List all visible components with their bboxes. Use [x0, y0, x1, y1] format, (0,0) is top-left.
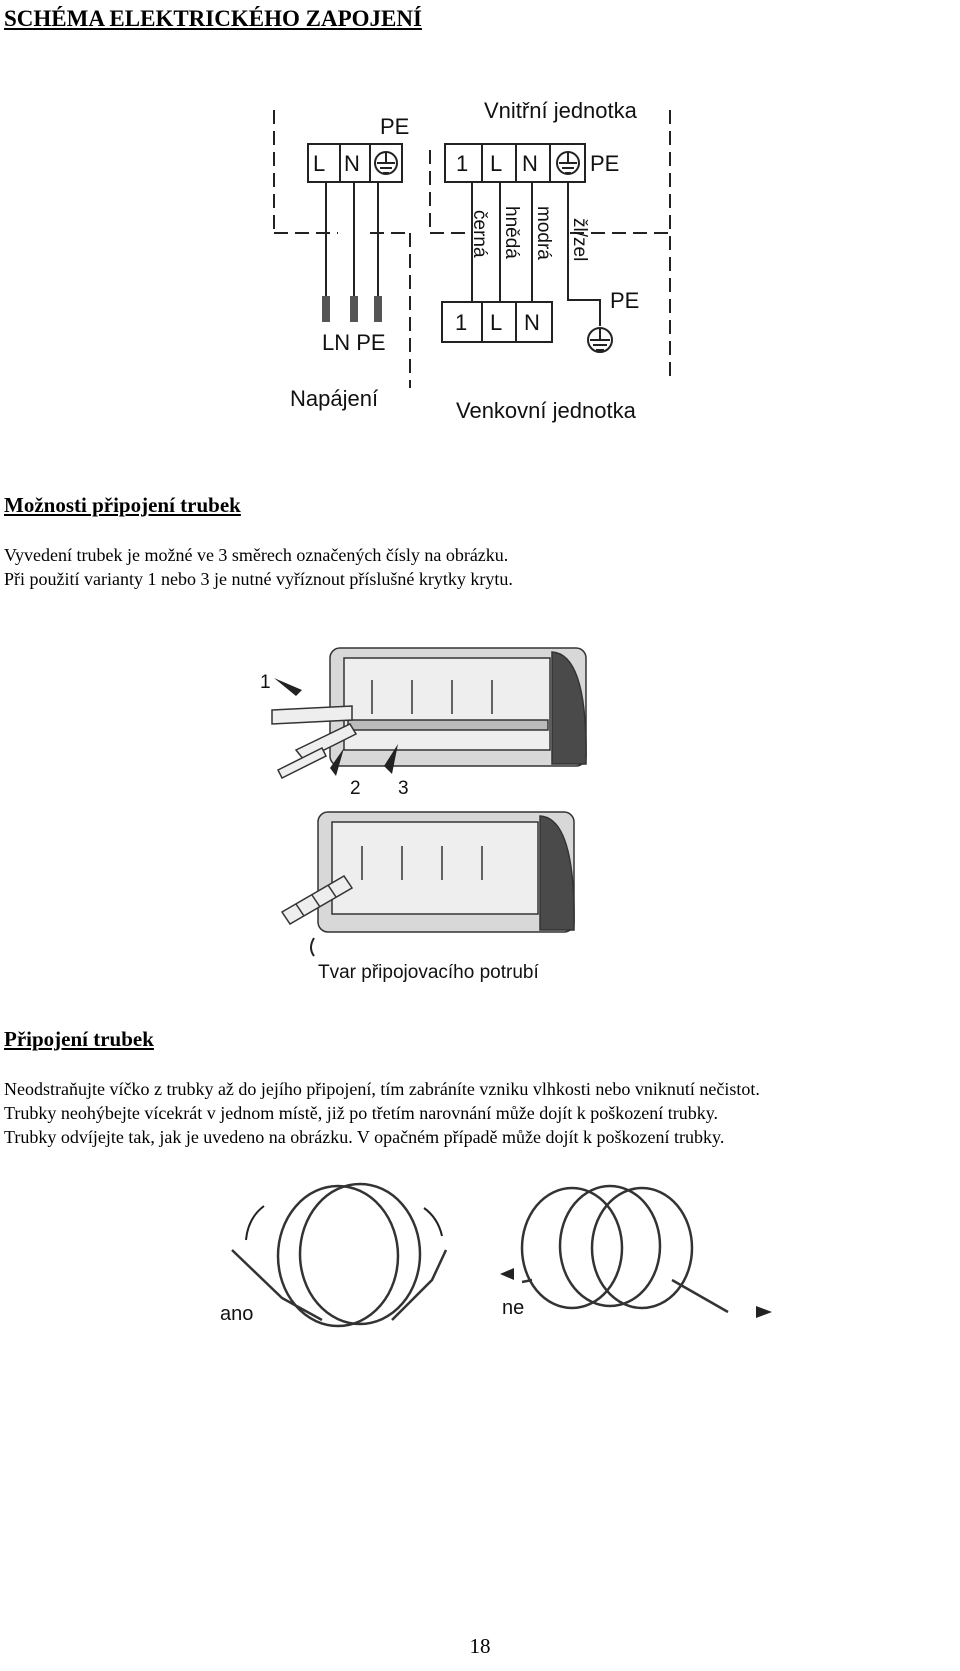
- indoor-terminal-n: N: [522, 151, 538, 176]
- indoor-unit-figure: 1 2 3 Tvar připojovacího potrubí: [260, 647, 587, 983]
- indoor-unit-label: Vnitřní jednotka: [484, 98, 638, 123]
- option-number-3: 3: [398, 778, 409, 799]
- coil-incorrect: [520, 1184, 729, 1314]
- arrow-icon: [274, 678, 398, 776]
- paragraph-line: Trubky odvíjejte tak, jak je uvedeno na …: [4, 1127, 725, 1147]
- paragraph-line: Vyvedení trubek je možné ve 3 směrech oz…: [4, 545, 509, 565]
- page-number: 18: [469, 1634, 491, 1658]
- paragraph-line: Při použití varianty 1 nebo 3 je nutné v…: [4, 569, 513, 589]
- pipe-shape-caption: Tvar připojovacího potrubí: [318, 962, 539, 983]
- page-title: SCHÉMA ELEKTRICKÉHO ZAPOJENÍ: [4, 6, 422, 31]
- ground-icon: [587, 327, 613, 353]
- pipes-top: [271, 705, 358, 780]
- pe-label: PE: [380, 114, 409, 139]
- wire-color-brown: hnědá: [501, 206, 522, 259]
- pipe-unroll-figure: ano ne: [220, 1182, 772, 1328]
- curve-arrow-icon: [245, 1205, 443, 1241]
- wire-color-green-yellow: žl/zel: [569, 218, 590, 261]
- pipe-options-heading: Možnosti připojení trubek: [4, 493, 241, 517]
- pipe-connection-heading: Připojení trubek: [4, 1027, 154, 1051]
- yes-label: ano: [220, 1303, 253, 1325]
- option-number-1: 1: [260, 672, 271, 693]
- supply-terminal-n: N: [344, 151, 360, 176]
- coil-correct: [231, 1182, 448, 1328]
- wire-color-blue: modrá: [533, 206, 554, 260]
- pipe-options-text: Vyvedení trubek je možné ve 3 směrech oz…: [4, 543, 513, 591]
- no-label: ne: [502, 1297, 524, 1319]
- ground-icon: [374, 151, 398, 175]
- paragraph-line: Neodstraňujte víčko z trubky až do jejíh…: [4, 1079, 760, 1099]
- option-number-2: 2: [350, 778, 361, 799]
- indoor-terminal-1: 1: [456, 151, 468, 176]
- curve-arrow-icon: [310, 937, 315, 957]
- pipe-connection-text: Neodstraňujte víčko z trubky až do jejíh…: [4, 1077, 760, 1149]
- outdoor-terminal-n: N: [524, 310, 540, 335]
- indoor-unit-bottom: [317, 811, 575, 933]
- paragraph-line: Trubky neohýbejte vícekrát v jednom míst…: [4, 1103, 719, 1123]
- indoor-pe-label: PE: [590, 151, 619, 176]
- arrow-icon: [500, 1268, 772, 1318]
- ground-icon: [556, 151, 580, 175]
- indoor-unit-top: [329, 647, 587, 767]
- outdoor-unit-label: Venkovní jednotka: [456, 398, 637, 423]
- outdoor-terminal-block: [441, 301, 553, 343]
- outdoor-terminal-l: L: [490, 310, 502, 335]
- wire-color-black: černá: [469, 210, 490, 258]
- outdoor-terminal-1: 1: [455, 310, 467, 335]
- outdoor-pe-label: PE: [610, 288, 639, 313]
- plug-label: LN PE: [322, 330, 386, 355]
- indoor-terminal-l: L: [490, 151, 502, 176]
- supply-terminal-l: L: [313, 151, 325, 176]
- wiring-diagram: PE L N Vnitřní jednotka 1 L N PE 1 L N P…: [273, 98, 671, 423]
- power-label: Napájení: [290, 386, 378, 411]
- cable-sleeves: [322, 296, 382, 322]
- pipe-bundle: [280, 874, 354, 926]
